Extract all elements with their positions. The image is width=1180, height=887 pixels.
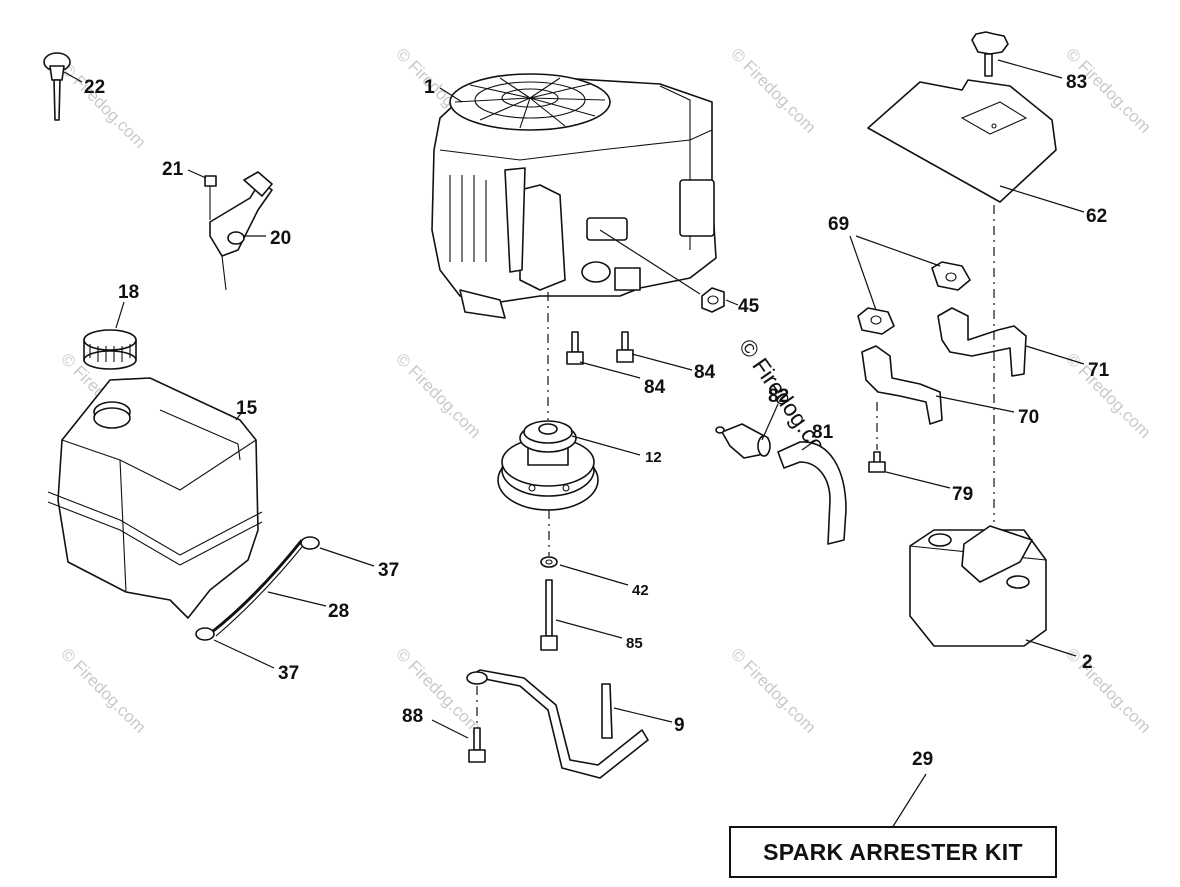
spark-arrester-kit-label: SPARK ARRESTER KIT: [763, 838, 1023, 865]
part-callout-28: 28: [328, 601, 349, 622]
watermark: © Firedog.com: [392, 349, 484, 441]
muffler-part: [909, 525, 1047, 647]
heat-shield-part: [867, 31, 1057, 203]
long-bolt-part: [540, 579, 558, 651]
part-callout-88: 88: [402, 706, 423, 727]
part-callout-42: 42: [632, 582, 649, 599]
part-callout-18: 18: [118, 282, 139, 303]
part-callout-9: 9: [674, 715, 685, 736]
part-callout-70: 70: [1018, 407, 1039, 428]
fuel-hose-part: [777, 441, 847, 545]
part-callout-1: 1: [424, 77, 435, 98]
part-callout-21: 21: [162, 159, 184, 180]
fuel-cap-part: [83, 329, 137, 370]
part-callout-84b: 84: [694, 362, 716, 383]
part-callout-37b: 37: [278, 663, 299, 684]
watermark: © Firedog.com: [727, 644, 819, 736]
dipstick-part: [43, 52, 71, 121]
bolt-part: [566, 331, 634, 365]
engine-part: [431, 73, 717, 319]
part-callout-37a: 37: [378, 560, 399, 581]
part-callout-22: 22: [84, 77, 105, 98]
fuel-line-part: [195, 536, 320, 641]
part-callout-12: 12: [645, 449, 662, 466]
part-callout-45: 45: [738, 296, 760, 317]
part-callout-62: 62: [1086, 206, 1107, 227]
gasket-part: [857, 261, 971, 335]
spark-arrester-kit-box: SPARK ARRESTER KIT: [729, 826, 1057, 878]
watermark: © Firedog.com: [1062, 644, 1154, 736]
part-callout-15: 15: [236, 398, 258, 419]
part-callout-79: 79: [952, 484, 973, 505]
part-callout-81: 81: [812, 422, 834, 443]
part-callout-69: 69: [828, 214, 849, 235]
part-callout-71: 71: [1088, 360, 1110, 381]
watermark: © Firedog.com: [57, 59, 149, 151]
part-callout-20: 20: [270, 228, 291, 249]
part-callout-29: 29: [912, 749, 933, 770]
pulley-part: [497, 420, 599, 511]
part-callout-84a: 84: [644, 377, 666, 398]
fuel-tank-part: [47, 377, 263, 619]
fuel-fitting-part: [715, 423, 771, 459]
bracket-part: [466, 669, 649, 779]
watermark: © Firedog.com: [57, 644, 149, 736]
muffler-bolt-part: [868, 451, 886, 473]
part-callout-85: 85: [626, 635, 643, 652]
throttle-bracket-part: [204, 171, 273, 291]
exhaust-pipe-part: [861, 307, 1027, 425]
part-callout-82: 82: [768, 386, 789, 407]
nut-part: [701, 287, 725, 313]
part-callout-83: 83: [1066, 72, 1087, 93]
washer-part: [540, 556, 558, 568]
part-callout-2: 2: [1082, 652, 1093, 673]
small-bolt-part: [468, 727, 486, 763]
watermark: © Firedog.com: [727, 44, 819, 136]
